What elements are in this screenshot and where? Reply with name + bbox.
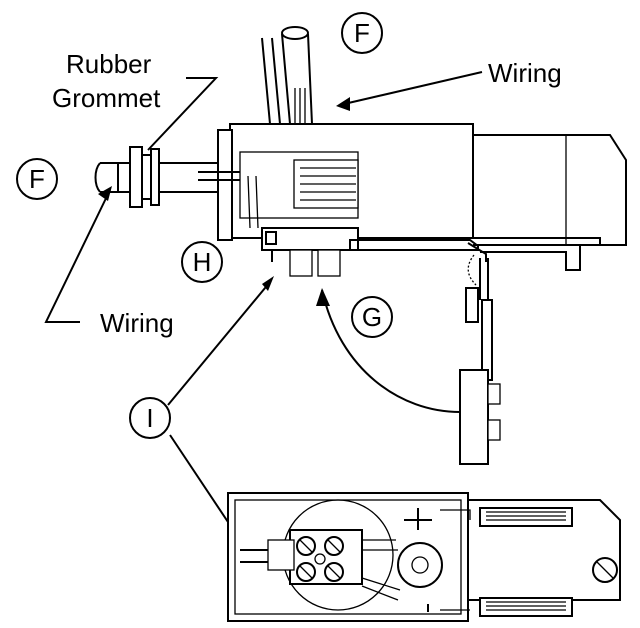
callout-f-top: F (341, 12, 383, 54)
grommet-label: Grommet (52, 83, 161, 113)
svg-text:G: G (362, 302, 382, 332)
label-leaders (44, 71, 483, 558)
rubber-label: Rubber (66, 49, 152, 79)
callout-f-left: F (16, 158, 58, 200)
top-wiring-cable (261, 26, 313, 125)
terminal-block-side (261, 227, 359, 277)
callout-i: I (129, 397, 171, 439)
g-arrow (316, 288, 461, 413)
svg-text:H: H (193, 247, 212, 277)
callout-h: H (181, 241, 223, 283)
rubber-grommet (129, 146, 160, 208)
wiring-top-label: Wiring (488, 58, 562, 88)
svg-text:F: F (29, 164, 45, 194)
internal-switch (198, 151, 359, 229)
callout-g: G (351, 296, 393, 338)
bottom-top-view (227, 492, 621, 622)
svg-text:I: I (146, 403, 153, 433)
wiring-left-label: Wiring (100, 308, 174, 338)
linkage-bracket (349, 239, 501, 465)
left-wiring-cable (94, 162, 232, 193)
svg-text:F: F (354, 18, 370, 48)
